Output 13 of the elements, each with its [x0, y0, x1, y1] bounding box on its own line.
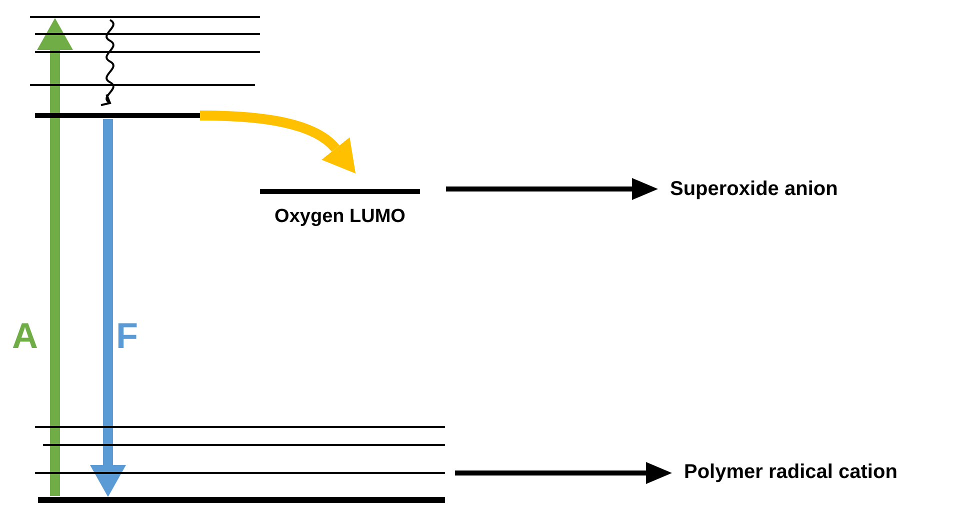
arrow	[90, 119, 126, 497]
arrow	[37, 18, 73, 496]
species-label: Superoxide anion	[670, 178, 838, 201]
species-label: Polymer radical cation	[684, 461, 898, 484]
arrow	[455, 462, 672, 484]
edge-label: A	[12, 318, 38, 354]
energy-level	[38, 497, 445, 503]
arrow	[446, 178, 658, 200]
energy-level: Oxygen LUMO	[260, 189, 420, 228]
edge-label: F	[116, 318, 138, 354]
energy-level	[35, 113, 200, 118]
wavy-arrow	[100, 19, 114, 105]
arrow	[200, 110, 358, 172]
